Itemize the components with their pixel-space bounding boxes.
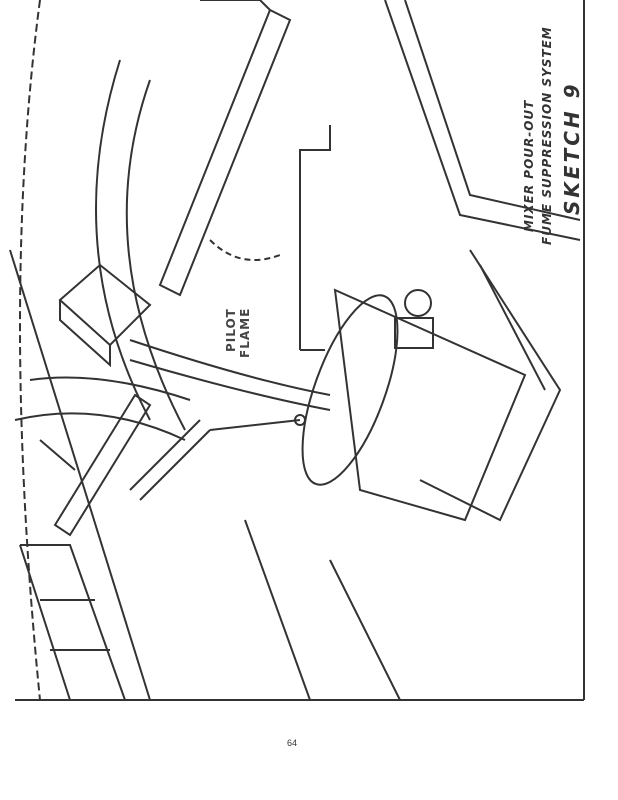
upper-platform-top (200, 0, 271, 11)
exhaust-pipe-lower (129, 359, 331, 411)
pilot-flame-callout-line1: PILOT (224, 308, 238, 352)
hood-box-side (59, 300, 111, 368)
hood-box (58, 263, 152, 347)
drum-arc (19, 0, 41, 701)
sketch-title-line2: FUME SUPPRESSION SYSTEM (540, 26, 554, 245)
tank-body (333, 288, 527, 522)
tank-base (419, 249, 562, 522)
tank-mouth (301, 294, 399, 486)
window-grid (19, 544, 126, 701)
drum-arc-2 (95, 59, 151, 421)
lower-arm (39, 419, 211, 501)
sketch-number-label: SKETCH 9 (560, 81, 584, 215)
drum-ring (29, 376, 191, 401)
wall-corner-inner (404, 0, 581, 221)
lower-platform (53, 393, 152, 537)
page-number: 64 (287, 738, 298, 748)
sketch-title-line1: MIXER POUR-OUT (522, 99, 536, 232)
pilot-flame-callout-line2: FLAME (238, 307, 252, 358)
wall-corner (384, 0, 581, 241)
floor-line (329, 559, 401, 701)
drum-ring-2 (14, 412, 186, 441)
floor-line-2 (244, 519, 311, 701)
exhaust-pipe (129, 339, 331, 396)
burner-arm (209, 419, 301, 431)
tank-motor (394, 317, 434, 349)
floor-line-3 (9, 249, 151, 701)
tank-motor-cap (404, 289, 432, 317)
swing-arc (209, 239, 281, 261)
pilot-gas-line (299, 125, 331, 350)
tank-base-edge (479, 264, 546, 391)
drum-arc-3 (125, 79, 186, 431)
upper-platform (158, 8, 292, 297)
